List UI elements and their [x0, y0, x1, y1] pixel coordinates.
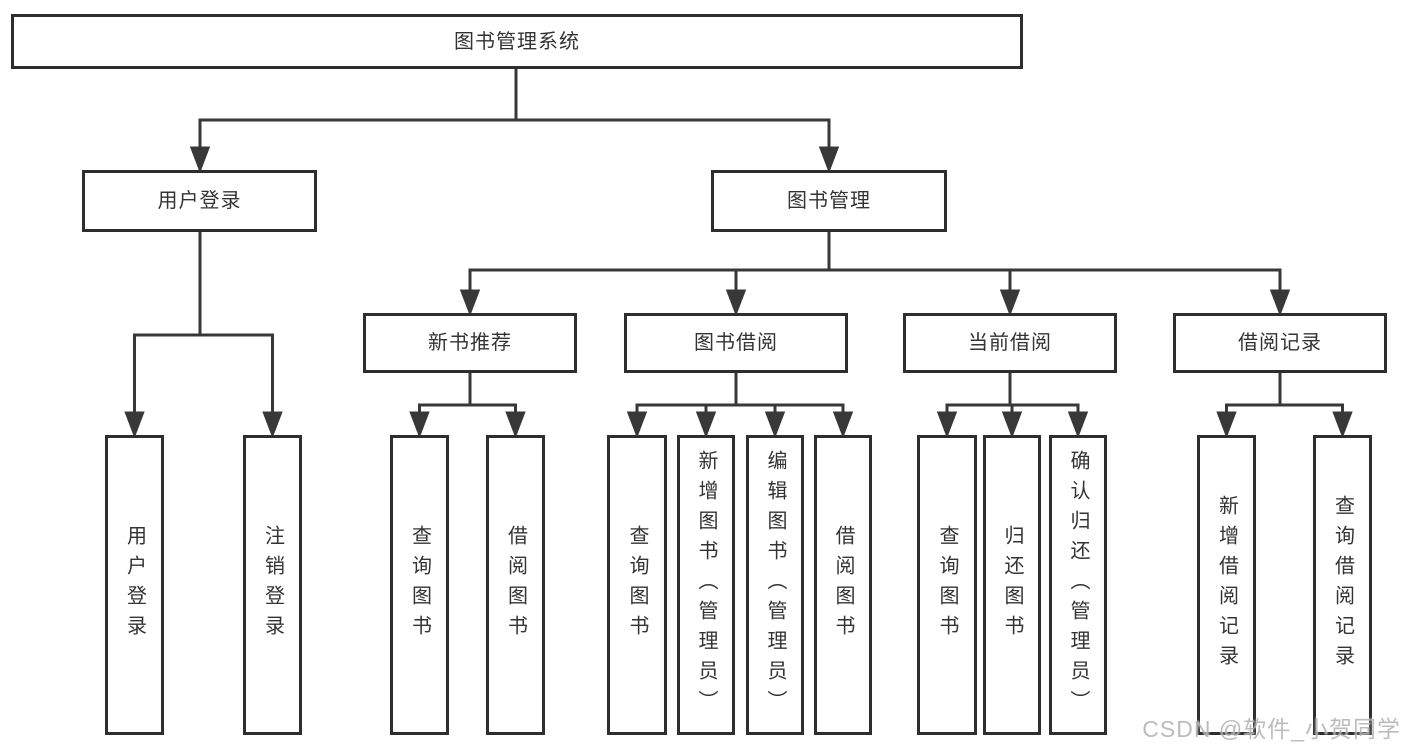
leaf-query-borrow-record: 查询借阅记录 — [1313, 435, 1372, 735]
leaf-return-books: 归还图书 — [983, 435, 1041, 735]
leaf-add-books-admin-label: 新增图书（管理员） — [695, 450, 717, 720]
leaf-query-borrow-record-label: 查询借阅记录 — [1331, 495, 1354, 675]
leaf-query-books-1-label: 查询图书 — [408, 525, 431, 645]
leaf-edit-books-admin: 编辑图书（管理员） — [746, 435, 804, 735]
node-current-borrow: 当前借阅 — [903, 313, 1117, 373]
connector-current-borrow-to-leaves — [936, 373, 1089, 439]
leaf-query-books-1: 查询图书 — [390, 435, 449, 735]
node-book-management-label: 图书管理 — [787, 190, 871, 212]
node-borrow-records-label: 借阅记录 — [1238, 332, 1322, 354]
leaf-query-books-3-label: 查询图书 — [936, 525, 958, 645]
csdn-watermark: CSDN @软件_小贺同学 — [1142, 716, 1401, 742]
connector-borrow-records-to-leaves — [1216, 373, 1353, 439]
leaf-add-books-admin: 新增图书（管理员） — [677, 435, 735, 735]
node-current-borrow-label: 当前借阅 — [968, 332, 1052, 354]
node-book-borrow: 图书借阅 — [624, 313, 848, 373]
leaf-return-books-label: 归还图书 — [1001, 525, 1023, 645]
node-new-book-recommend: 新书推荐 — [363, 313, 577, 373]
leaf-confirm-return-admin: 确认归还（管理员） — [1049, 435, 1107, 735]
node-root-label: 图书管理系统 — [454, 30, 580, 53]
node-user-login: 用户登录 — [82, 170, 317, 232]
node-borrow-records: 借阅记录 — [1173, 313, 1387, 373]
leaf-query-books-3: 查询图书 — [917, 435, 977, 735]
leaf-logout: 注销登录 — [243, 435, 302, 735]
leaf-borrow-books-2: 借阅图书 — [814, 435, 872, 735]
connector-root-to-level2 — [189, 68, 840, 174]
leaf-add-borrow-record: 新增借阅记录 — [1197, 435, 1256, 735]
leaf-edit-books-admin-label: 编辑图书（管理员） — [764, 450, 786, 720]
leaf-confirm-return-admin-label: 确认归还（管理员） — [1067, 450, 1089, 720]
leaf-user-login-label: 用户登录 — [123, 525, 146, 645]
leaf-borrow-books-2-label: 借阅图书 — [832, 525, 854, 645]
node-book-borrow-label: 图书借阅 — [694, 332, 778, 354]
leaf-user-login: 用户登录 — [105, 435, 164, 735]
connector-user-login-to-leaves — [124, 232, 283, 439]
connector-book-mgmt-to-level3 — [459, 232, 1291, 317]
leaf-query-books-2: 查询图书 — [607, 435, 667, 735]
leaf-logout-label: 注销登录 — [261, 525, 284, 645]
node-book-management: 图书管理 — [711, 170, 947, 232]
leaf-add-borrow-record-label: 新增借阅记录 — [1215, 495, 1238, 675]
node-root: 图书管理系统 — [11, 14, 1023, 69]
connector-new-book-to-leaves — [409, 373, 526, 439]
connector-book-borrow-to-leaves — [626, 373, 854, 439]
node-user-login-label: 用户登录 — [157, 190, 242, 212]
node-new-book-recommend-label: 新书推荐 — [428, 332, 512, 354]
leaf-borrow-books-1-label: 借阅图书 — [504, 525, 527, 645]
leaf-query-books-2-label: 查询图书 — [626, 525, 648, 645]
leaf-borrow-books-1: 借阅图书 — [486, 435, 545, 735]
